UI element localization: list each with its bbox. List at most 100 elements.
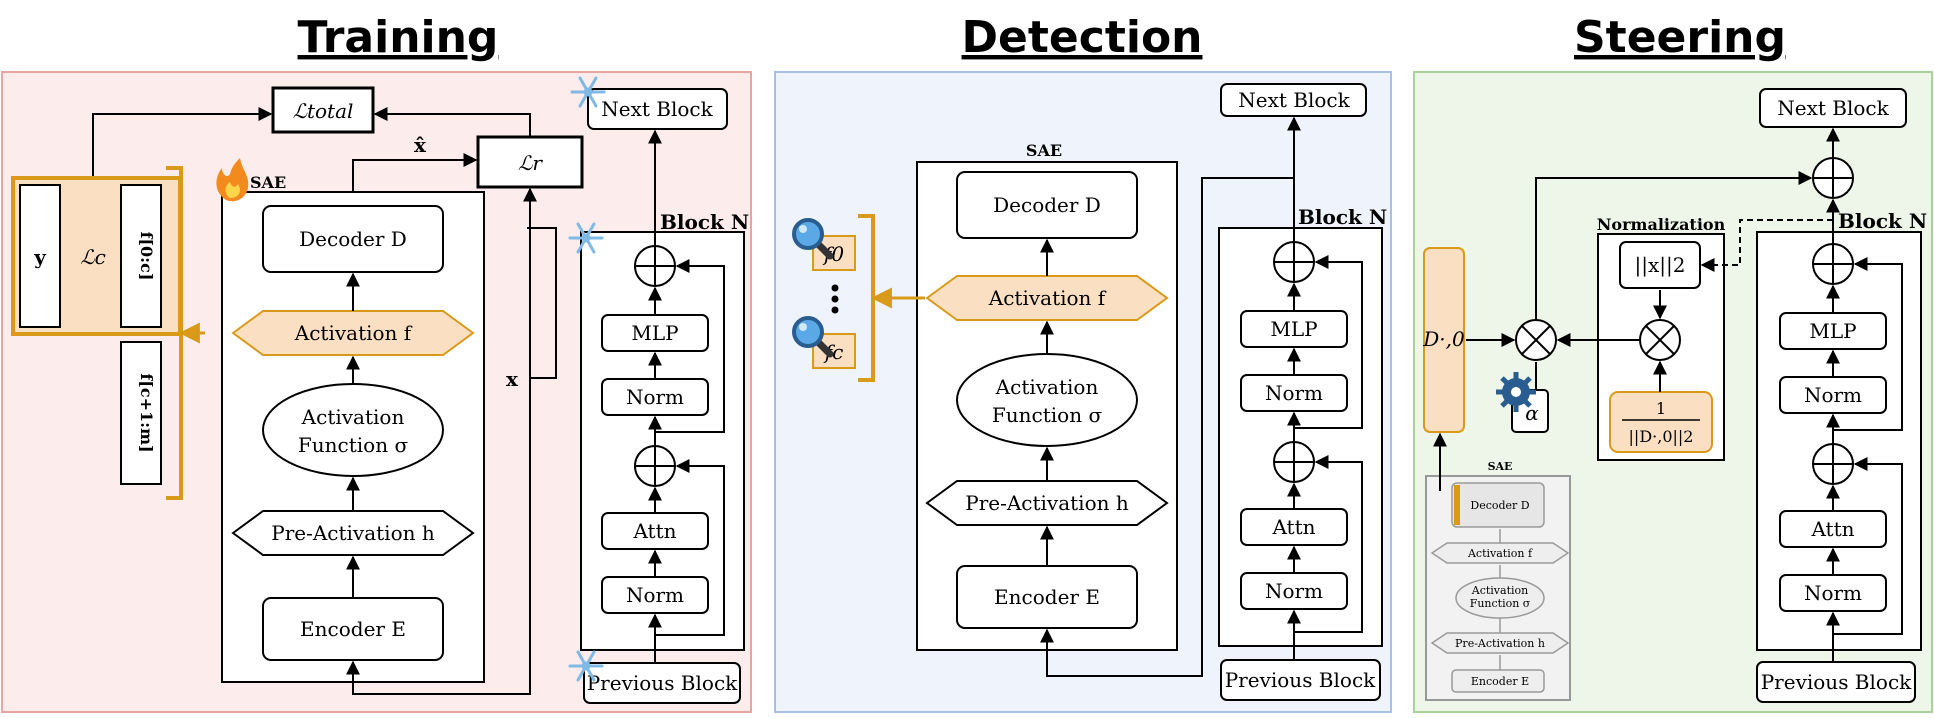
steering-block-label: Block N [1838, 209, 1927, 233]
detection-residual-add-bottom [1273, 441, 1315, 483]
steering-next-block-label: Next Block [1777, 96, 1889, 120]
mini-encoder-label: Encoder E [1471, 675, 1529, 688]
detection-attn-label: Attn [1271, 515, 1315, 539]
mini-decoder-label: Decoder D [1470, 499, 1529, 512]
detection-prev-block [1220, 659, 1381, 701]
pre-activation-label: Pre-Activation h [271, 521, 435, 545]
training-block: Block N Next Block Previous Block MLP No… [568, 76, 749, 704]
f-first-label: f[0:c] [137, 232, 156, 281]
detection-pre-activation-hexagon [925, 480, 1169, 526]
loss-r-label: ℒr [518, 151, 543, 175]
mini-encoder-box [1451, 669, 1545, 693]
ellipsis-dot [831, 306, 839, 314]
activation-function-line2: Function σ [298, 433, 409, 457]
steering-multiply [1515, 319, 1557, 361]
detection-pre-activation-label: Pre-Activation h [965, 491, 1129, 515]
detection-activation-function-line2: Function σ [992, 403, 1103, 427]
detection-activation-label: Activation f [988, 286, 1107, 310]
training-block-label: Block N [660, 210, 749, 234]
detection-norm1-label: Norm [1265, 579, 1323, 603]
ellipsis-dot [831, 295, 839, 303]
detection-block: Block N Next Block Previous Block MLP No… [1040, 83, 1387, 701]
steering-mini-sae: SAE Decoder D Activation f Activation Fu… [1425, 460, 1571, 701]
detection-next-block-label: Next Block [1238, 88, 1350, 112]
steering-block: Block N Next Block Previous Block MLP No… [1756, 88, 1927, 703]
training-next-block [587, 88, 728, 130]
detection-sae-label: SAE [1026, 141, 1062, 160]
training-sae: SAE Decoder D Activation f Activation Fu… [216, 158, 485, 683]
x-hat-label: x̂ [414, 133, 427, 157]
training-title: Training [298, 12, 499, 63]
mini-activation-function-line1: Activation [1471, 584, 1528, 597]
detection-activation-function-line1: Activation [995, 375, 1099, 399]
training-norm2-label: Norm [626, 385, 684, 409]
f-rest-label: f[c+1:m] [137, 373, 156, 452]
gear-icon [1496, 372, 1536, 412]
steering-norm1-label: Norm [1804, 581, 1862, 605]
detection-activation-function-ellipse [956, 353, 1138, 447]
detection-sae: SAE Decoder D Activation f Activation Fu… [916, 141, 1178, 651]
steering-residual-add-bottom [1812, 443, 1854, 485]
loss-total-label: ℒtotal [293, 99, 354, 123]
pre-activation-hexagon [231, 510, 475, 556]
steering-add-injection [1812, 157, 1854, 199]
normalization-label: Normalization [1597, 215, 1726, 234]
mini-pre-activation-hexagon [1430, 632, 1570, 654]
detection-title: Detection [962, 12, 1203, 63]
ellipsis-dot [831, 284, 839, 292]
detection-decoder-box [956, 171, 1138, 239]
norm-x-box [1619, 241, 1701, 289]
detection-norm2-label: Norm [1265, 381, 1323, 405]
activation-function-line1: Activation [301, 405, 405, 429]
inv-norm-denominator: ||D·,0||2 [1629, 427, 1694, 446]
detection-residual-add-top [1273, 241, 1315, 283]
training-residual-add-bottom [634, 445, 676, 487]
detection-activation-hexagon [925, 275, 1169, 321]
detection-encoder-label: Encoder E [994, 585, 1100, 609]
decoder-box [262, 205, 444, 273]
steering-next-block [1759, 88, 1907, 128]
detection-prev-block-label: Previous Block [1225, 668, 1376, 692]
mini-decoder-highlight [1454, 485, 1460, 525]
activation-function-ellipse [262, 383, 444, 477]
training-residual-add-top [634, 245, 676, 287]
y-box [19, 184, 61, 328]
x-label: x [506, 367, 519, 391]
mini-pre-activation-label: Pre-Activation h [1455, 637, 1545, 650]
steering-attn-label: Attn [1810, 517, 1854, 541]
steering-residual-add-top [1812, 243, 1854, 285]
steering-prev-block-label: Previous Block [1761, 670, 1912, 694]
normalization-multiply [1639, 319, 1681, 361]
training-prev-block [583, 662, 741, 704]
mini-activation-function-line2: Function σ [1470, 597, 1531, 610]
detection-block-label: Block N [1298, 205, 1387, 229]
d-column-box [1423, 247, 1465, 433]
detection-probes: f0 fc [794, 214, 925, 382]
steering-title: Steering [1574, 12, 1786, 63]
training-attn-label: Attn [632, 519, 676, 543]
fire-icon [216, 158, 249, 202]
loss-r-box [476, 135, 584, 189]
mini-decoder-box [1451, 482, 1545, 528]
training-mlp-label: MLP [631, 321, 678, 345]
norm-x-label: ||x||2 [1635, 253, 1686, 278]
activation-hexagon [231, 310, 475, 356]
f-first-box [120, 184, 162, 328]
f0-label: f0 [822, 242, 844, 266]
activation-label: Activation f [294, 321, 413, 345]
training-next-block-label: Next Block [601, 97, 713, 121]
steering-mlp-label: MLP [1809, 319, 1856, 343]
sae-label: SAE [250, 173, 286, 192]
decoder-label: Decoder D [299, 227, 407, 251]
d-column-label: D·,0 [1422, 327, 1465, 351]
mini-sae-label: SAE [1488, 460, 1513, 473]
steering-norm2-label: Norm [1804, 383, 1862, 407]
training-prev-block-label: Previous Block [587, 671, 738, 695]
loss-c-label: ℒc [80, 245, 106, 269]
detection-mlp-label: MLP [1270, 317, 1317, 341]
fc-label: fc [823, 340, 844, 364]
training-norm1-label: Norm [626, 583, 684, 607]
steering-prev-block [1756, 661, 1916, 703]
mini-activation-hexagon [1430, 542, 1570, 564]
inv-norm-numerator: 1 [1656, 399, 1666, 418]
